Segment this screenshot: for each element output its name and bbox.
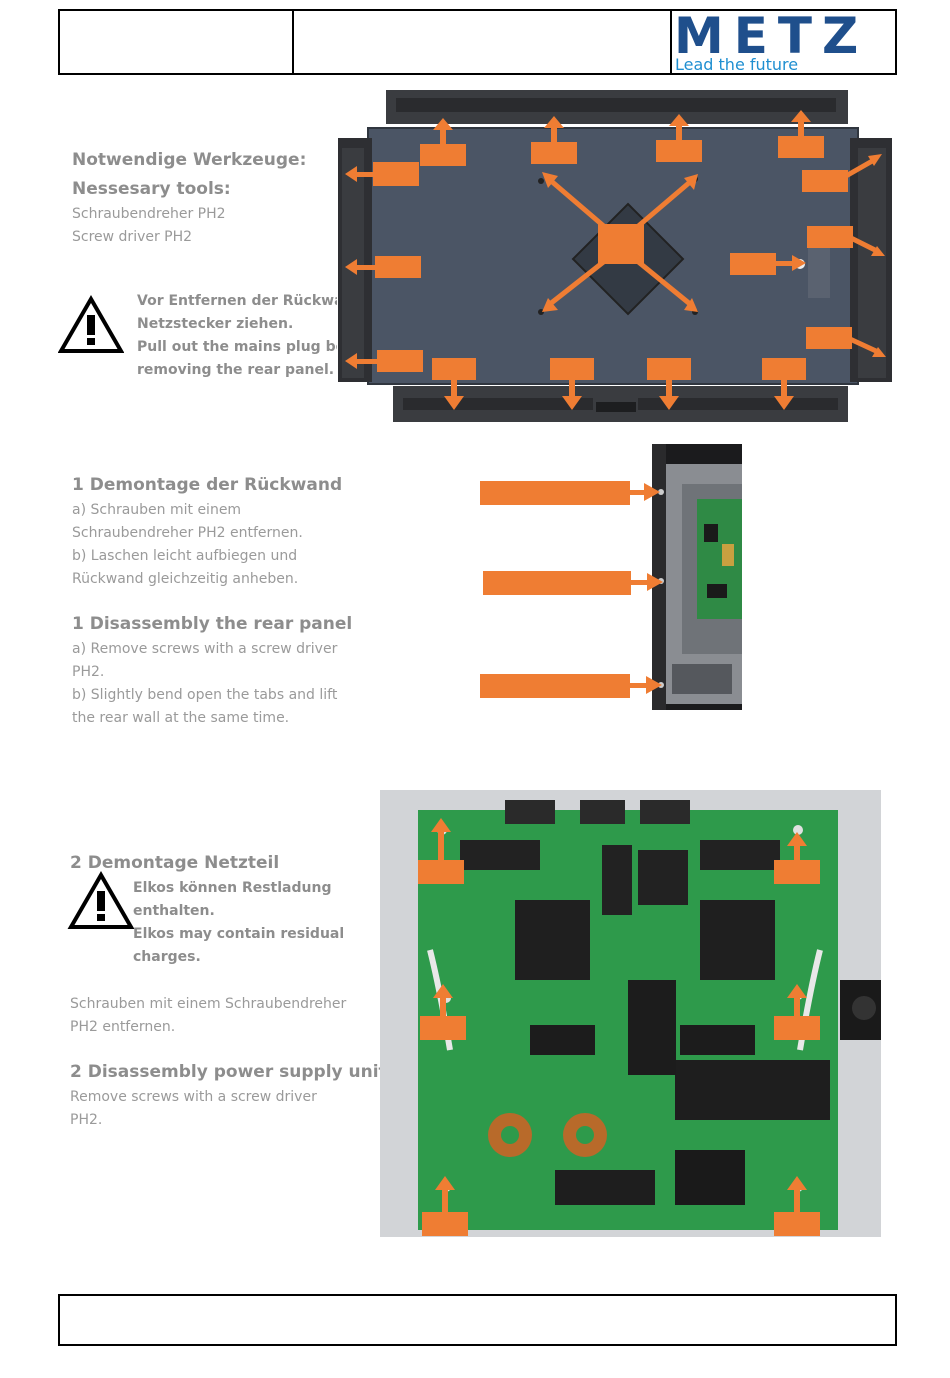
- step2-warn-line3: Elkos may contain residual: [133, 926, 345, 942]
- step1-title-en: 1 Disassembly the rear panel: [72, 614, 353, 634]
- logo-word: METZ: [674, 7, 869, 65]
- step1-en-a1: a) Remove screws with a screw driver: [72, 641, 338, 657]
- arrow-right-icon: [480, 674, 662, 698]
- step2-en-line1: Remove screws with a screw driver: [70, 1089, 317, 1105]
- arrow-left-icon: [345, 162, 419, 186]
- step2-warn-line1: Elkos können Restladung: [133, 880, 332, 896]
- step2-de-line2: PH2 entfernen.: [70, 1019, 176, 1035]
- side-detail-photo: [652, 444, 742, 710]
- step1-title-de: 1 Demontage der Rückwand: [72, 475, 343, 495]
- arrow-up-icon: [420, 118, 466, 166]
- warning1-block: Vor Entfernen der Rückwand Netzstecker z…: [137, 290, 337, 382]
- warning1-line2: Netzstecker ziehen.: [137, 316, 294, 332]
- arrow-right-icon: [730, 253, 806, 275]
- header-table: METZ Lead the future: [58, 7, 897, 75]
- metz-logo: METZ Lead the future: [674, 7, 895, 74]
- step1-de-a2: Schraubendreher PH2 entfernen.: [72, 525, 303, 541]
- warning1-line3: Pull out the mains plug befor: [137, 339, 337, 355]
- warning1-line4: removing the rear panel.: [137, 362, 335, 378]
- step2-title-de: 2 Demontage Netzteil: [70, 853, 280, 873]
- warning-triangle-icon: [58, 295, 124, 353]
- arrow-up-icon: [422, 1176, 468, 1236]
- step1-de-b2: Rückwand gleichzeitig anheben.: [72, 571, 299, 587]
- arrow-up-icon: [774, 1176, 820, 1236]
- arrow-down-icon: [550, 358, 594, 410]
- arrow-right-down-icon: [807, 226, 885, 256]
- arrow-left-icon: [345, 350, 423, 372]
- step1-de-a1: a) Schrauben mit einem: [72, 502, 242, 518]
- footer-box: [58, 1294, 897, 1346]
- arrow-down-icon: [432, 358, 476, 410]
- arrow-up-icon: [774, 832, 820, 884]
- arrow-up-icon: [778, 110, 824, 158]
- step2-warning-block: Elkos können Restladung enthalten. Elkos…: [133, 877, 344, 969]
- step2-en-line2: PH2.: [70, 1112, 103, 1128]
- tools-item-de: Schraubendreher PH2: [72, 206, 226, 222]
- arrow-up-icon: [774, 984, 820, 1040]
- header-cell-2: [294, 11, 672, 73]
- warning-triangle-icon: [67, 871, 135, 929]
- arrow-up-icon: [418, 818, 464, 884]
- step1-de-b1: b) Laschen leicht aufbiegen und: [72, 548, 298, 564]
- step2-warn-line4: charges.: [133, 949, 201, 965]
- arrow-up-icon: [656, 114, 702, 162]
- arrow-right-up-icon: [802, 154, 882, 192]
- side-detail-illustration: [652, 444, 742, 710]
- arrow-up-icon: [420, 984, 466, 1040]
- step1-en-a2: PH2.: [72, 664, 105, 680]
- arrow-down-icon: [762, 358, 806, 410]
- warning1-line1: Vor Entfernen der Rückwand: [137, 293, 337, 309]
- tools-title-en: Nessesary tools:: [72, 179, 231, 199]
- arrow-left-icon: [345, 256, 421, 278]
- step1-en-b2: the rear wall at the same time.: [72, 710, 290, 726]
- arrow-up-icon: [531, 116, 577, 164]
- step2-de-line1: Schrauben mit einem Schraubendreher: [70, 996, 347, 1012]
- arrow-down-icon: [647, 358, 691, 410]
- step2-title-en: 2 Disassembly power supply unit: [70, 1062, 387, 1082]
- arrow-right-icon: [483, 571, 663, 595]
- tools-title-de: Notwendige Werkzeuge:: [72, 150, 307, 170]
- tools-item-en: Screw driver PH2: [72, 229, 193, 245]
- arrow-right-down-icon: [806, 327, 886, 357]
- arrow-right-icon: [480, 481, 660, 505]
- header-cell-1: [60, 11, 294, 73]
- four-way-arrow-icon: [542, 172, 698, 312]
- step2-warn-line2: enthalten.: [133, 903, 215, 919]
- step1-en-b1: b) Slightly bend open the tabs and lift: [72, 687, 338, 703]
- logo-tagline: Lead the future: [675, 55, 799, 74]
